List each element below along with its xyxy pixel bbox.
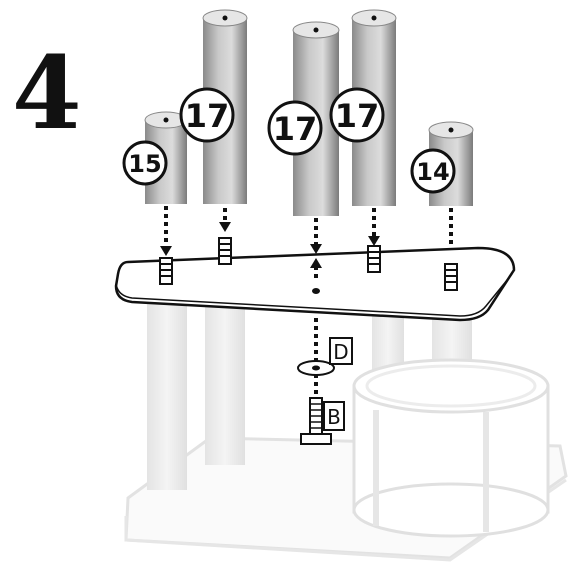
ghost-drum: [352, 358, 550, 538]
badge-leg-17b: 17: [267, 100, 323, 156]
threaded-stud: [367, 245, 381, 273]
ghost-leg: [205, 300, 245, 465]
badge-leg-17a: 17: [179, 87, 235, 143]
bolt-label: B: [327, 405, 341, 429]
washer-label: D: [333, 340, 348, 364]
badge-label: 17: [185, 97, 230, 135]
ghost-base-assembly: [124, 300, 568, 562]
ghost-leg: [147, 300, 187, 490]
badge-leg-17c: 17: [329, 87, 385, 143]
step-number: 4: [12, 34, 82, 152]
badge-label: 17: [335, 97, 380, 135]
bolt-b: B: [300, 397, 345, 445]
badge-label: 14: [416, 158, 449, 186]
badge-leg-14: 14: [410, 148, 456, 194]
washer-d: D: [297, 337, 353, 376]
threaded-stud: [444, 263, 458, 291]
panel-hole-arrow: [310, 258, 322, 294]
badge-label: 15: [128, 150, 161, 178]
threaded-stud: [218, 237, 232, 265]
threaded-stud: [159, 257, 173, 285]
threaded-studs: [159, 237, 458, 291]
badge-leg-15: 15: [122, 140, 168, 186]
badge-label: 17: [273, 110, 318, 148]
